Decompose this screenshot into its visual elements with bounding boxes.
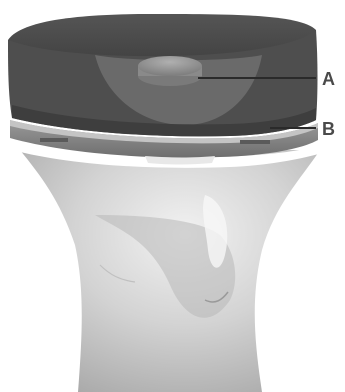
label-a: A [322, 69, 335, 89]
tray-notch-right [240, 140, 270, 144]
tibia-bone [20, 150, 320, 392]
central-post [138, 56, 202, 86]
post-top [138, 56, 202, 76]
tray-notch-left [40, 138, 68, 142]
label-b: B [322, 119, 335, 139]
